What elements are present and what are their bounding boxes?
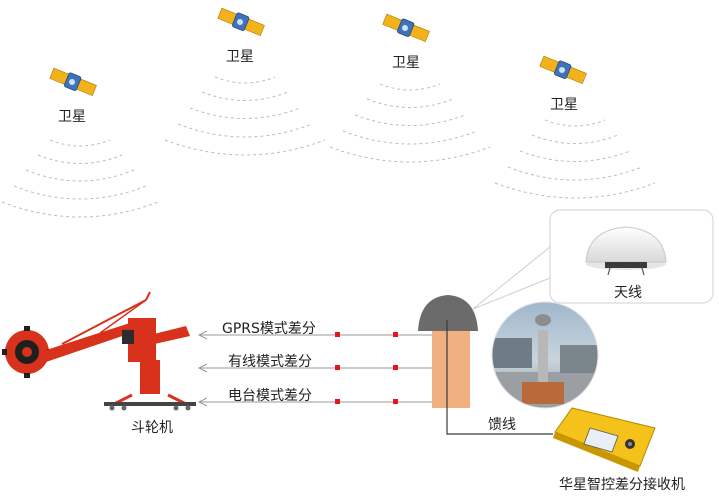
satellite-label: 卫星 bbox=[58, 109, 86, 125]
base-mast bbox=[432, 331, 470, 408]
satellite-1-signal-waves bbox=[1, 139, 159, 218]
antenna-label: 天线 bbox=[614, 285, 642, 301]
satellite-label: 卫星 bbox=[550, 97, 578, 113]
feeder-label: 馈线 bbox=[488, 417, 516, 433]
satellite-icon bbox=[382, 13, 431, 43]
reclaimer-label: 斗轮机 bbox=[131, 420, 173, 436]
satellite-3-signal-waves bbox=[329, 83, 491, 163]
satellite-icon bbox=[217, 7, 266, 37]
satellite-4-signal-waves bbox=[494, 119, 656, 199]
receiver-icon bbox=[553, 407, 656, 472]
satellite-icon bbox=[539, 55, 588, 85]
site-photo bbox=[492, 302, 598, 408]
reclaimer-icon bbox=[2, 291, 196, 411]
satellite-icon bbox=[49, 67, 98, 97]
antenna-dome-icon bbox=[585, 226, 667, 276]
base-antenna-dome bbox=[418, 295, 478, 331]
link-label-gprs: GPRS模式差分 bbox=[222, 321, 316, 337]
feeder-line bbox=[446, 320, 553, 435]
receiver-label: 华星智控差分接收机 bbox=[559, 477, 685, 493]
link-label-wired: 有线模式差分 bbox=[228, 354, 312, 370]
satellite-2-signal-waves bbox=[164, 76, 326, 156]
link-label-radio: 电台模式差分 bbox=[228, 388, 312, 404]
link-markers bbox=[335, 332, 398, 404]
satellite-label: 卫星 bbox=[226, 49, 254, 65]
satellite-label: 卫星 bbox=[392, 55, 420, 71]
